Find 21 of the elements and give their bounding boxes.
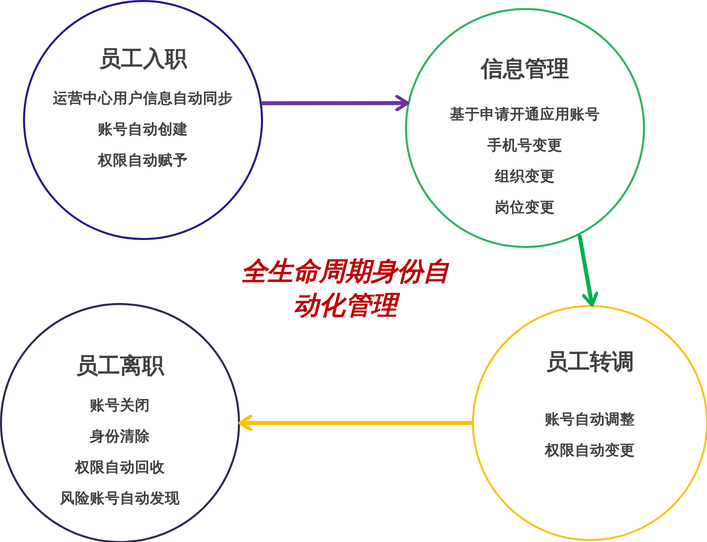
arrow: [238, 414, 472, 432]
diagram-title: 全生命周期身份自动化管理: [240, 256, 450, 323]
stage-item: 账号自动创建: [98, 120, 188, 140]
stage-item: 权限自动赋予: [98, 152, 188, 171]
stage-item: 运营中心用户信息自动同步: [53, 89, 233, 109]
stage-item: 组织变更: [495, 168, 555, 187]
stage-heading: 信息管理: [481, 56, 569, 84]
stage-item: 风险账号自动发现: [60, 490, 180, 509]
stage-heading: 员工入职: [99, 46, 187, 74]
stage-heading: 员工离职: [76, 353, 164, 381]
stage-item: 手机号变更: [488, 136, 562, 156]
stage-item: 账号自动调整: [545, 410, 635, 430]
stage-item: 岗位变更: [495, 198, 555, 218]
stage-item: 账号关闭: [90, 396, 150, 416]
arrow: [578, 234, 598, 307]
stage-heading: 员工转调: [546, 349, 634, 377]
stage-item: 基于申请开通应用账号: [450, 105, 600, 125]
stage-item: 身份清除: [90, 428, 150, 447]
arrow: [262, 94, 410, 112]
stage-item: 权限自动变更: [545, 442, 635, 461]
stage-item: 权限自动回收: [75, 458, 165, 478]
